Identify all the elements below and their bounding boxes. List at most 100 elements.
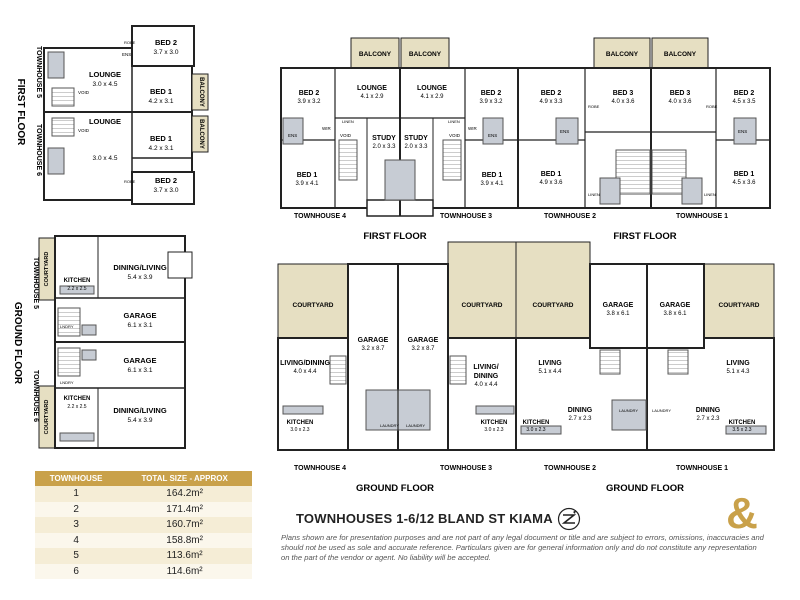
th5-kitchen-dim: 2.2 x 2.5 [67,286,86,292]
th2-garage-dim: 3.8 x 6.1 [606,311,630,317]
size-table-cell-townhouse: 1 [35,486,118,502]
th1-dining-dim: 2.7 x 2.3 [696,416,720,422]
th1-garage-dim: 3.8 x 6.1 [663,311,687,317]
th1-living-dim: 5.1 x 4.3 [726,369,750,375]
th3-wir-label: WIR [468,126,477,131]
size-table-cell-size: 158.8m² [117,532,252,548]
courtyard-label-th5: COURTYARD [44,252,50,287]
th5-garage-label: GARAGE [124,311,157,320]
th3-ens-label: ENS [488,133,497,138]
th56-ground-floor-plan: TOWNHOUSE 5 GROUND FLOOR TOWNHOUSE 6 COU… [12,235,193,449]
th3-lounge-dim: 4.1 x 2.9 [420,94,444,100]
size-table-header-townhouse: TOWNHOUSE [35,471,118,486]
size-table-row: 4 158.8m² [35,532,252,548]
th4-garage-dim: 3.2 x 8.7 [361,346,385,352]
th3-bed2-label: BED 2 [481,90,502,97]
th2-living-label: LIVING [538,360,562,367]
th56-first-floor-plan: TOWNHOUSE 5 FIRST FLOOR TOWNHOUSE 6 BALC… [15,25,209,205]
balcony-label-th6: BALCONY [198,119,204,149]
size-table-cell-size: 113.6m² [117,548,252,564]
th3-study-dim: 2.0 x 3.3 [404,144,428,150]
th4-bed1-dim: 3.9 x 4.1 [295,181,319,187]
th4-living-dim: 4.0 x 4.4 [293,369,317,375]
balcony-label-th5: BALCONY [198,77,204,107]
th2-ens-label: ENS [560,129,569,134]
th3-garage-dim: 3.2 x 8.7 [411,346,435,352]
th3-kitchen-label: KITCHEN [481,420,508,426]
th2-ground-label: TOWNHOUSE 2 [544,465,596,472]
th4-kitchen-dim: 3.0 x 2.3 [290,427,309,433]
th4-void-label: VOID [340,133,352,138]
lndry-label-th6: LNDRY [60,380,74,385]
th1-kitchen-dim: 3.5 x 2.3 [732,427,751,433]
th3-living-label-2: DINING [474,373,499,380]
th5-kitchen-label: KITCHEN [64,278,91,284]
th6-lounge-label: LOUNGE [89,117,121,126]
side-label-ground-floor-left: GROUND FLOOR [12,302,23,385]
th1-bed3-label: BED 3 [670,90,691,97]
th1-ground-label: TOWNHOUSE 1 [676,465,728,472]
ens-label-th5: ENS [122,52,131,57]
th2-bed1-dim: 4.9 x 3.6 [539,180,563,186]
th1-first-label: TOWNHOUSE 1 [676,213,728,220]
th43-ground-floor-plan: COURTYARD COURTYARD GARAGE 3.2 x 8.7 GAR… [277,241,517,494]
th4-study-dim: 2.0 x 3.3 [372,144,396,150]
th1-kitchen-label: KITCHEN [729,420,756,426]
th2-bed1-label: BED 1 [541,171,562,178]
size-table: TOWNHOUSE TOTAL SIZE - APPROX 1 164.2m² … [35,471,252,579]
th1-ens-label: ENS [738,129,747,134]
th1-robe-label: ROBE [706,104,718,109]
th3-bed2-dim: 3.9 x 3.2 [479,99,503,105]
size-table-cell-size: 160.7m² [117,517,252,533]
th4-bed1-label: BED 1 [297,172,318,179]
th21-first-floor-plan: BALCONY BALCONY BED 2 4.9 x 3.3 BED 3 4.… [517,37,771,242]
th4-first-label: TOWNHOUSE 4 [294,213,346,220]
size-table-header-size: TOTAL SIZE - APPROX [117,471,252,486]
courtyard-label-th3: COURTYARD [462,302,503,309]
size-table-cell-townhouse: 4 [35,532,118,548]
size-table-cell-size: 171.4m² [117,501,252,517]
th4-bed2-dim: 3.9 x 3.2 [297,99,321,105]
void-label-th6: VOID [78,128,90,133]
th4-wir-label: WIR [322,126,331,131]
north-arrow-icon [557,507,581,531]
lndry-label-th5: LNDRY [60,324,74,329]
th1-bed1-dim: 4.5 x 3.6 [732,180,756,186]
th5-bed2-label: BED 2 [155,38,177,47]
th3-first-label: TOWNHOUSE 3 [440,213,492,220]
th2-linen-label: LINEN [588,192,600,197]
th2-bed3-label: BED 3 [613,90,634,97]
th4-linen-label: LINEN [342,119,354,124]
th4-study-label: STUDY [372,135,396,142]
th3-garage-label: GARAGE [408,337,439,344]
side-label-th6-ground: TOWNHOUSE 6 [32,370,39,422]
first-floor-label-left: FIRST FLOOR [363,231,426,242]
th3-bed1-label: BED 1 [482,172,503,179]
th3-laundry-label: LAUNDRY [406,423,425,428]
balcony-label-th1: BALCONY [664,51,697,58]
th6-dining-dim: 5.4 x 3.9 [128,417,153,424]
size-table-cell-size: 164.2m² [117,486,252,502]
th5-bed1-label: BED 1 [150,87,172,96]
side-label-th6-first: TOWNHOUSE 6 [35,124,42,176]
th6-bed2-label: BED 2 [155,176,177,185]
size-table-cell-size: 114.6m² [117,563,252,579]
th4-ground-label: TOWNHOUSE 4 [294,465,346,472]
th1-bed2-label: BED 2 [734,90,755,97]
th4-bed2-label: BED 2 [299,90,320,97]
ground-floor-label-left: GROUND FLOOR [356,483,434,494]
th2-bed2-label: BED 2 [541,90,562,97]
th2-garage-label: GARAGE [603,302,634,309]
th5-bed2-dim: 3.7 x 3.0 [154,49,179,56]
side-label-first-floor-left: FIRST FLOOR [15,79,26,146]
th6-bed1-dim: 4.2 x 3.1 [149,145,174,152]
th6-garage-label: GARAGE [124,356,157,365]
size-table-row: 3 160.7m² [35,517,252,533]
size-table-cell-townhouse: 2 [35,501,118,517]
first-floor-label-right: FIRST FLOOR [613,231,676,242]
size-table-row: 1 164.2m² [35,486,252,502]
th1-linen-label: LINEN [704,192,716,197]
page-title: TOWNHOUSES 1-6/12 BLAND ST KIAMA [296,511,553,526]
th4-laundry-label: LAUNDRY [380,423,399,428]
balcony-label-th3: BALCONY [409,51,442,58]
